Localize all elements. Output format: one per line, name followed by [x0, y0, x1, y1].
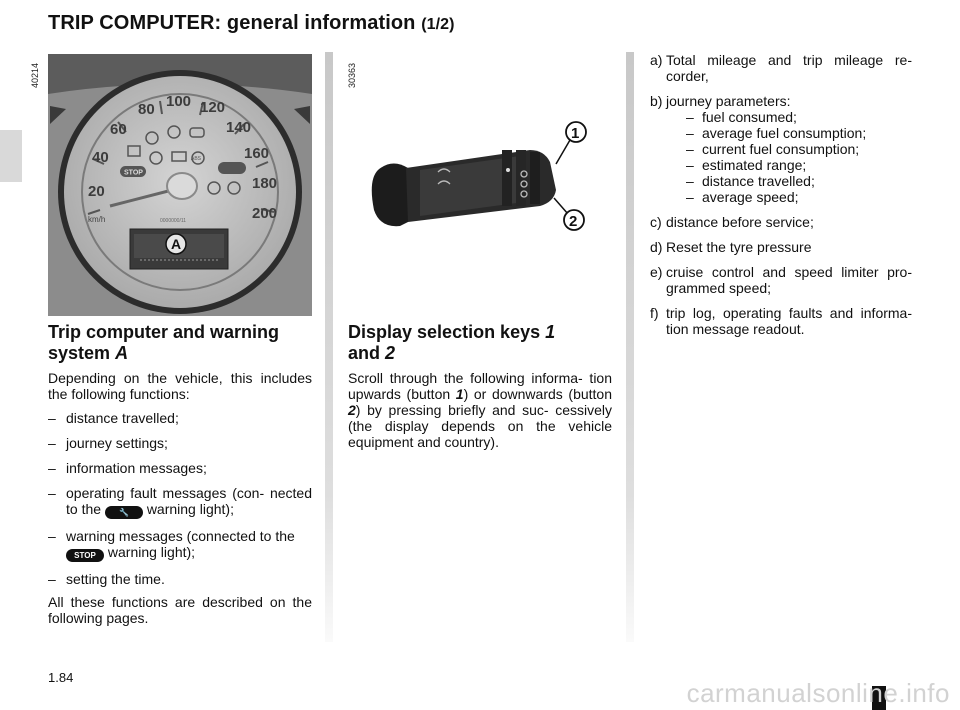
dashboard-illustration: 20 40 60 80 100 120 140 160 180 200 km/h…	[48, 54, 312, 316]
item-text: trip log, operating faults and informa- …	[666, 305, 912, 337]
item-text: distance before service;	[666, 214, 814, 230]
display-item-d: d)Reset the tyre pressure	[650, 239, 912, 255]
left-intro: Depending on the vehicle, this includes …	[48, 370, 312, 402]
column-divider-right	[626, 52, 634, 642]
middle-body: Scroll through the following informa- ti…	[348, 370, 612, 450]
left-heading-text: Trip computer and warning system	[48, 322, 280, 363]
item-letter: b)	[650, 93, 663, 109]
list-item: information messages;	[48, 460, 312, 476]
speed-label-200: 200	[252, 205, 277, 222]
display-item-a: a)Total mileage and trip mileage re- cor…	[650, 52, 912, 84]
left-heading-italic: A	[115, 343, 129, 363]
stalk-illustration: 1 2	[371, 121, 587, 231]
list-item: setting the time.	[48, 571, 312, 587]
corner-marker	[872, 686, 886, 710]
display-item-c: c)distance before service;	[650, 214, 912, 230]
item-text: journey parameters:	[666, 93, 791, 109]
middle-body-part3: ) by pressing briefly and suc- cessively…	[348, 402, 612, 450]
sub-item: current fuel consumption;	[686, 141, 912, 157]
warning-lights: ABS STOP	[120, 125, 246, 195]
chapter-tab	[0, 130, 22, 182]
left-closing: All these functions are described on the…	[48, 594, 312, 626]
abs-label: ABS	[191, 156, 202, 162]
display-list: a)Total mileage and trip mileage re- cor…	[650, 52, 912, 346]
item-letter: d)	[650, 239, 663, 255]
speed-label-40: 40	[92, 149, 109, 166]
title-part: (1/2)	[421, 16, 455, 33]
middle-heading-text: Display selection keys	[348, 322, 541, 342]
title-text: TRIP COMPUTER: general information	[48, 12, 416, 34]
middle-body-button1: 1	[455, 386, 464, 402]
speed-label-120: 120	[200, 99, 225, 116]
item-letter: c)	[650, 214, 662, 230]
callout-a	[165, 233, 187, 255]
callout-2-label: 2	[569, 213, 577, 230]
callout-a-label: A	[171, 236, 181, 252]
page-title: TRIP COMPUTER: general information (1/2)	[48, 12, 455, 35]
figure-code-dashboard: 40214	[30, 62, 40, 88]
middle-body-part2: ) or downwards (button	[463, 386, 612, 402]
display-item-e: e)cruise control and speed limiter pro- …	[650, 264, 912, 296]
page-number: 1.84	[48, 670, 74, 685]
middle-heading: Display selection keys 1 and 2	[348, 322, 608, 364]
speed-label-60: 60	[110, 121, 127, 138]
warning-text-after: warning light);	[107, 544, 196, 560]
middle-heading-key2: 2	[385, 343, 396, 363]
speed-label-180: 180	[252, 175, 277, 192]
sub-item: estimated range;	[686, 157, 912, 173]
sub-item: average speed;	[686, 189, 912, 205]
display-item-f: f) trip log, operating faults and informa…	[650, 305, 912, 337]
middle-heading-and: and	[348, 343, 381, 363]
callout-1-label: 1	[571, 125, 579, 142]
speed-label-20: 20	[88, 183, 105, 200]
middle-body-button2: 2	[348, 402, 356, 418]
item-letter: a)	[650, 52, 663, 68]
item-letter: f)	[650, 305, 659, 321]
speed-label-160: 160	[244, 145, 269, 162]
serial-label: 0000000/11	[160, 218, 186, 224]
middle-heading-key1: 1	[545, 322, 556, 342]
speed-label-100: 100	[166, 93, 191, 110]
callout-2	[563, 209, 585, 231]
speed-label-140: 140	[226, 119, 251, 136]
middle-body-part1: Scroll through the following informa- ti…	[348, 370, 612, 402]
unit-label: km/h	[88, 215, 105, 224]
stop-warning-icon: STOP	[66, 549, 104, 562]
sub-item: average fuel consumption;	[686, 125, 912, 141]
item-text: cruise control and speed limiter pro- gr…	[666, 264, 912, 296]
item-text: Total mileage and trip mileage re- corde…	[666, 52, 912, 84]
gauge-ticks	[87, 100, 275, 215]
column-divider-left	[325, 52, 333, 642]
item-letter: e)	[650, 264, 663, 280]
item-text: Reset the tyre pressure	[666, 239, 812, 255]
dashboard-figure: 20 40 60 80 100 120 140 160 180 200 km/h…	[48, 54, 312, 316]
list-item: distance travelled;	[48, 410, 312, 426]
needle-hub	[166, 172, 198, 200]
left-heading: Trip computer and warning system A	[48, 322, 318, 364]
sub-item: distance travelled;	[686, 173, 912, 189]
wrench-warning-icon: 🔧	[104, 506, 143, 519]
list-item-warning: warning messages (connected to the STOP …	[48, 528, 312, 562]
watermark: carmanualsonline.info	[686, 678, 950, 708]
list-item: journey settings;	[48, 435, 312, 451]
sub-item: fuel consumed;	[686, 109, 912, 125]
journey-parameters-list: fuel consumed; average fuel consumption;…	[666, 109, 912, 205]
function-list: distance travelled; journey settings; in…	[48, 410, 312, 596]
figure-code-stalk: 30363	[347, 62, 357, 88]
list-item-fault: operating fault messages (con- nected to…	[48, 485, 312, 519]
warning-text-before: warning messages (connected to the	[66, 528, 295, 544]
callout-1	[565, 121, 587, 143]
stop-label: STOP	[124, 170, 143, 177]
fault-text-before: operating fault messages (con- nected to…	[66, 485, 312, 517]
stalk-figure: 1 2	[360, 110, 600, 250]
speed-label-80: 80	[138, 101, 155, 118]
display-item-b: b)journey parameters: fuel consumed; ave…	[650, 93, 912, 205]
fault-text-after: warning light);	[146, 501, 234, 517]
